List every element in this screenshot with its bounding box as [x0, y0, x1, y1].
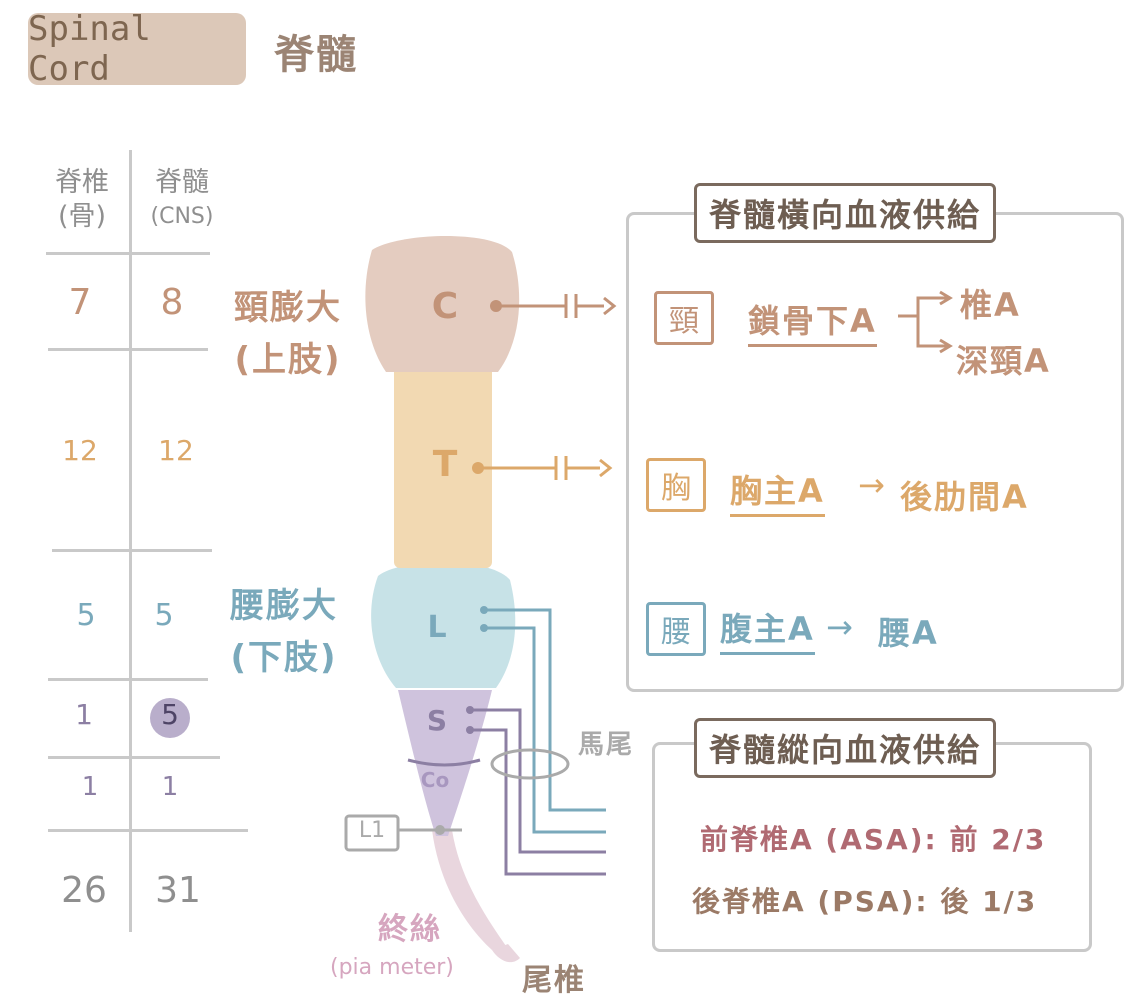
table-cell-vert: 12 — [62, 434, 98, 467]
table-cell-cord: 5 — [161, 698, 179, 731]
cervical-segment — [365, 236, 520, 372]
table-row-divider — [52, 549, 212, 552]
branch-arrows — [898, 290, 953, 354]
table-cell-vert: 7 — [68, 282, 92, 323]
table-row-divider — [48, 829, 248, 832]
table-cell-cord: 1 — [161, 772, 179, 802]
segment-l-label: L — [427, 610, 447, 645]
abdominal-aorta: 腹主A — [720, 604, 815, 655]
cauda-equina-ring — [490, 748, 570, 780]
deep-cervical-artery: 深頸A — [956, 342, 1051, 380]
thoracic-aorta: 胸主A — [730, 466, 825, 517]
lumbar-segment — [371, 562, 516, 688]
l1-box — [344, 814, 400, 852]
posterior-intercostal-artery: 後肋間A — [900, 478, 1029, 516]
vertebral-artery: 椎A — [960, 286, 1021, 324]
table-cell-cord: 31 — [155, 870, 201, 911]
header-title: 脊髓 — [155, 167, 209, 198]
table-cell-vert: 1 — [75, 698, 93, 731]
title-english: Spinal Cord — [28, 9, 151, 89]
table-row-divider — [46, 252, 210, 255]
lumbar-root-1 — [484, 608, 606, 812]
lumbar-arrow: → — [826, 608, 853, 646]
thoracic-connector — [478, 456, 613, 480]
header-sub: (骨) — [57, 201, 107, 232]
lumbar-icon-box: 腰 — [646, 602, 706, 656]
horizontal-supply-title: 脊髓橫向血液供給 — [694, 183, 997, 243]
subclavian-artery: 鎖骨下A — [748, 296, 877, 347]
table-header-vertebra: 脊椎 (骨) — [40, 166, 124, 234]
lumbar-root-2 — [484, 626, 606, 834]
cervical-icon-box: 頸 — [654, 291, 714, 345]
table-cell-cord: 8 — [160, 282, 184, 323]
anterior-spinal-artery: 前脊椎A (ASA): 前 2/3 — [700, 823, 1047, 856]
coccygeal-line — [407, 758, 481, 767]
filum-label: 終絲 — [378, 912, 442, 947]
table-cell-vert: 5 — [76, 598, 96, 633]
segment-c-label: C — [431, 286, 459, 327]
icon-text: 胸 — [661, 471, 691, 506]
table-header-cord: 脊髓 (CNS) — [136, 166, 228, 234]
thoracic-segment — [394, 366, 492, 568]
posterior-spinal-artery: 後脊椎A (PSA): 後 1/3 — [692, 885, 1038, 918]
table-cell-vert: 26 — [61, 870, 107, 911]
sacral-root-1 — [470, 708, 606, 854]
cervical-connector — [496, 294, 617, 318]
table-cell-highlight — [150, 698, 190, 738]
label-sub: (上肢) — [234, 340, 342, 380]
coccyx-label: 尾椎 — [522, 963, 586, 998]
table-row-divider — [48, 756, 220, 759]
table-cell-cord: 12 — [158, 434, 194, 467]
header-title: 脊椎 — [55, 167, 109, 198]
cauda-equina-label: 馬尾 — [578, 730, 635, 760]
segment-t-label: T — [432, 444, 458, 485]
table-cell-cord: 5 — [154, 598, 174, 633]
filum-terminale — [432, 830, 506, 950]
table-row-divider — [48, 348, 208, 351]
icon-text: 腰 — [661, 615, 691, 650]
title-chinese: 脊髓 — [274, 32, 358, 78]
icon-text: 頸 — [669, 304, 699, 339]
vertical-supply-title: 脊髓縱向血液供給 — [694, 718, 997, 778]
table-vertical-divider — [129, 150, 132, 932]
l1-label: L1 — [358, 818, 386, 843]
cervical-enlargement-label: 頸膨大 (上肢) — [218, 282, 358, 386]
segment-s-label: S — [426, 704, 448, 737]
lumbar-enlargement-label: 腰膨大 (下肢) — [214, 580, 354, 684]
label-text: 頸膨大 — [234, 288, 342, 328]
thoracic-icon-box: 胸 — [646, 458, 706, 512]
table-cell-vert: 1 — [81, 772, 99, 802]
table-row-divider — [48, 678, 208, 681]
label-text: 腰膨大 — [230, 586, 338, 626]
lumbar-artery: 腰A — [878, 614, 939, 652]
pia-label: (pia meter) — [330, 955, 454, 980]
filum-split — [492, 944, 520, 963]
header-sub: (CNS) — [150, 204, 214, 229]
title-badge: Spinal Cord — [28, 9, 246, 89]
label-sub: (下肢) — [230, 638, 338, 678]
sacral-root-2 — [470, 728, 606, 876]
thoracic-arrow: → — [858, 466, 885, 504]
segment-co-label: Co — [420, 768, 450, 792]
